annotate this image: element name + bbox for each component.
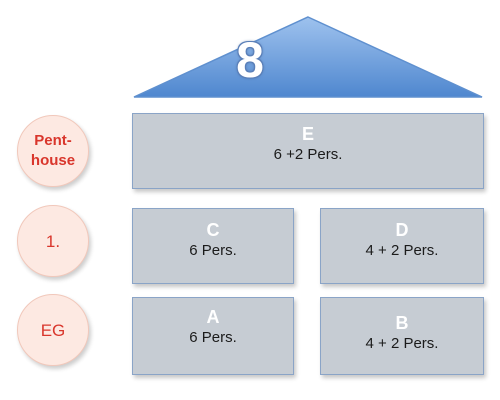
unit-c-letter: C bbox=[206, 220, 220, 240]
floor-ground-label: EG bbox=[40, 320, 66, 340]
unit-b: B 4 + 2 Pers. bbox=[320, 297, 484, 375]
unit-c-capacity: 6 Pers. bbox=[189, 242, 237, 259]
unit-d: D 4 + 2 Pers. bbox=[320, 208, 484, 284]
unit-e: E 6 +2 Pers. bbox=[132, 113, 484, 189]
floor-ground: EG bbox=[17, 294, 89, 366]
unit-a-capacity: 6 Pers. bbox=[189, 329, 237, 346]
unit-d-capacity: 4 + 2 Pers. bbox=[365, 242, 439, 259]
unit-a: A 6 Pers. bbox=[132, 297, 294, 375]
roof-triangle bbox=[133, 16, 483, 98]
unit-c: C 6 Pers. bbox=[132, 208, 294, 284]
unit-e-capacity: 6 +2 Pers. bbox=[273, 146, 343, 163]
unit-b-letter: B bbox=[395, 313, 409, 333]
floor-1-label: 1. bbox=[45, 231, 61, 251]
roof-number: 8 bbox=[236, 32, 264, 88]
floor-penthouse-label: Pent- house bbox=[31, 131, 75, 171]
unit-e-letter: E bbox=[301, 124, 314, 144]
unit-b-capacity: 4 + 2 Pers. bbox=[365, 335, 439, 352]
unit-d-letter: D bbox=[395, 220, 409, 240]
unit-a-letter: A bbox=[206, 307, 220, 327]
floor-penthouse: Pent- house bbox=[17, 115, 89, 187]
floor-1: 1. bbox=[17, 205, 89, 277]
floor-penthouse-label-line-1: Pent- bbox=[34, 132, 72, 149]
floor-penthouse-label-line-2: house bbox=[30, 152, 76, 169]
